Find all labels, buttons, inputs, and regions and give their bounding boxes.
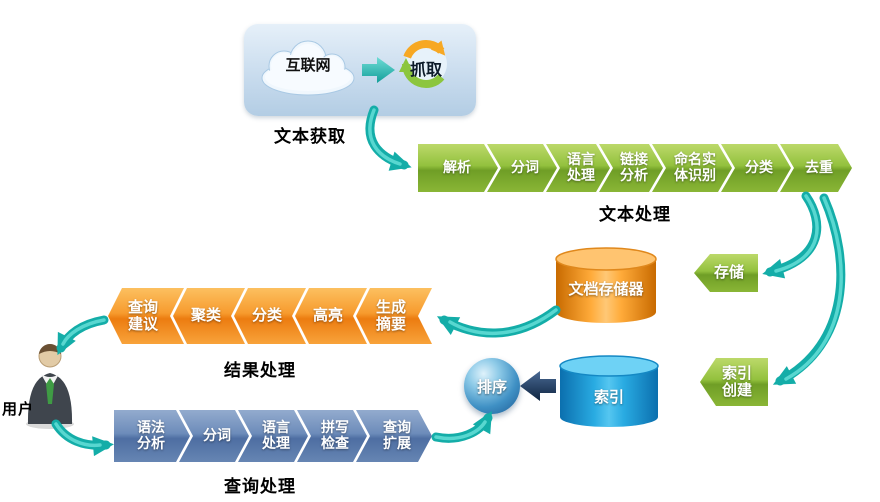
- caption-query-processing: 查询处理: [224, 477, 296, 497]
- index-cylinder: 索引: [556, 354, 662, 430]
- index-create-arrow: 索引 创建: [700, 358, 768, 406]
- sort-label: 排序: [476, 377, 507, 396]
- document-store-label: 文档存储器: [568, 280, 644, 298]
- sort-sphere: 排序: [464, 358, 520, 414]
- step-query-expansion: 查询 扩展: [356, 410, 432, 462]
- index-shape: [559, 355, 659, 427]
- arrow-processing-to-index-create: [772, 193, 846, 386]
- store-arrow: 存储: [694, 254, 758, 292]
- step-query-suggest: 查询 建议: [108, 288, 184, 344]
- index-label: 索引: [593, 388, 624, 406]
- step-named-entity: 命名实 体识别: [652, 144, 732, 192]
- text-acquisition-box: 互联网 抓取: [244, 24, 476, 116]
- step-parse: 解析: [418, 144, 498, 192]
- document-store-cylinder: 文档存储器: [552, 246, 660, 326]
- flow-arrow-icon: [362, 57, 395, 83]
- arrow-docstore-to-results: [436, 305, 561, 338]
- step-language-2: 语言 处理: [238, 410, 308, 462]
- arrow-processing-to-store: [762, 191, 822, 279]
- step-syntax: 语法 分析: [114, 410, 190, 462]
- text-processing-pipeline: 解析 分词 语言 处理 链接 分析 命名实 体识别 分类 去重: [418, 144, 852, 192]
- caption-text-processing: 文本处理: [599, 205, 671, 225]
- query-processing-pipeline: 语法 分析 分词 语言 处理 拼写 检查 查询 扩展: [114, 410, 432, 462]
- document-store-shape: [555, 247, 657, 323]
- caption-text-acquisition: 文本获取: [274, 127, 346, 147]
- crawl-label: 抓取: [409, 60, 442, 79]
- step-summary: 生成 摘要: [356, 288, 432, 344]
- arrow-index-to-sort: [520, 371, 556, 401]
- caption-result-processing: 结果处理: [224, 361, 296, 381]
- crawl-cycle-icon: [399, 40, 447, 89]
- user-label: 用户: [1, 400, 34, 418]
- internet-label: 互联网: [285, 56, 331, 74]
- internet-cloud-icon: [261, 40, 355, 96]
- arrow-query-to-sort: [431, 411, 493, 443]
- arrow-acquire-to-processing: [365, 105, 412, 171]
- result-processing-pipeline: 查询 建议 聚类 分类 高亮 生成 摘要: [108, 288, 432, 344]
